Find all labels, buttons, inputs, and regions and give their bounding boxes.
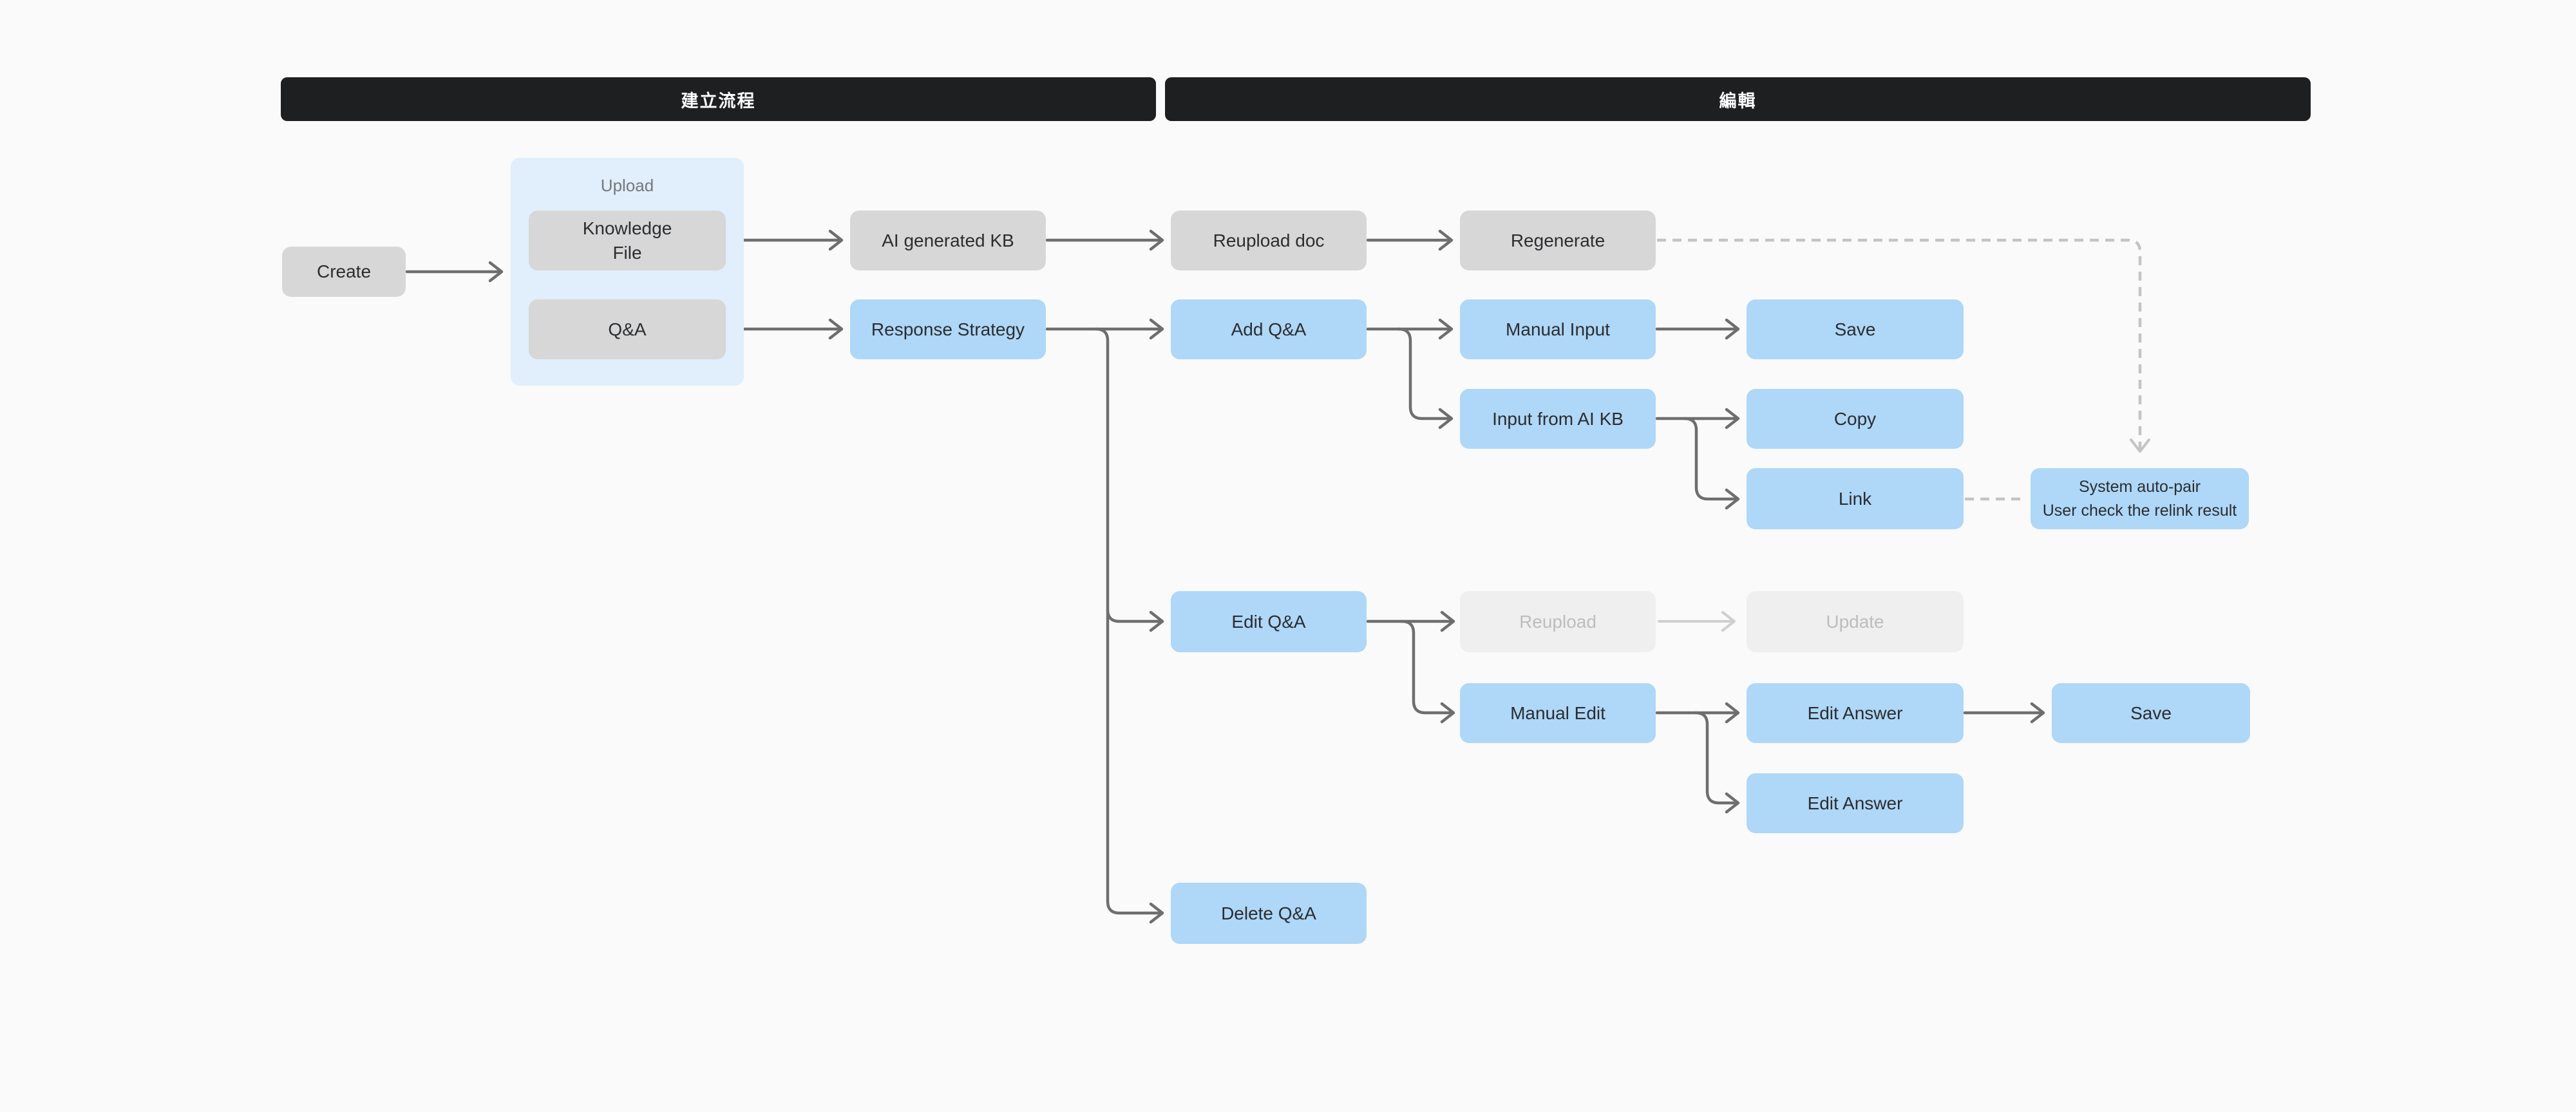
node-link[interactable]: Link — [1747, 468, 1964, 529]
edge-responsestrategy-deleteqa — [1094, 327, 1164, 924]
node-save-edit-answer[interactable]: Save — [2052, 683, 2250, 743]
upload-group-title: Upload — [600, 176, 654, 195]
node-response-strategy[interactable]: Response Strategy — [850, 299, 1046, 359]
node-manual-edit[interactable]: Manual Edit — [1460, 683, 1656, 743]
node-regenerate[interactable]: Regenerate — [1460, 211, 1656, 270]
section-header-create-flow[interactable]: 建立流程 — [281, 77, 1156, 121]
node-system-auto-pair[interactable]: System auto-pair User check the relink r… — [2031, 468, 2249, 529]
node-edit-qa[interactable]: Edit Q&A — [1171, 591, 1367, 652]
node-input-from-ai-kb[interactable]: Input from AI KB — [1460, 389, 1656, 449]
node-edit-answer-bottom[interactable]: Edit Answer — [1747, 773, 1964, 833]
node-add-qa[interactable]: Add Q&A — [1171, 299, 1367, 359]
edge-inputfromaikb-link — [1683, 417, 1740, 510]
node-edit-answer-top[interactable]: Edit Answer — [1747, 683, 1964, 743]
node-copy[interactable]: Copy — [1747, 389, 1964, 449]
node-reupload-disabled: Reupload — [1460, 591, 1656, 652]
node-ai-generated-kb[interactable]: AI generated KB — [850, 211, 1046, 270]
node-delete-qa[interactable]: Delete Q&A — [1171, 883, 1367, 944]
edge-manualedit-editanswer2 — [1694, 711, 1740, 814]
node-save-manual-input[interactable]: Save — [1747, 299, 1964, 359]
node-create[interactable]: Create — [282, 247, 406, 297]
edge-editqa-manualedit — [1400, 619, 1455, 724]
section-header-create-flow-label: 建立流程 — [681, 91, 756, 111]
node-manual-input[interactable]: Manual Input — [1460, 299, 1656, 359]
section-header-edit-label: 編輯 — [1719, 91, 1757, 111]
node-update-disabled: Update — [1747, 591, 1964, 652]
node-reupload-doc[interactable]: Reupload doc — [1171, 211, 1367, 270]
edge-responsestrategy-editqa — [1106, 608, 1164, 632]
section-header-edit[interactable]: 編輯 — [1165, 77, 2311, 121]
edge-addqa-inputfromaikb — [1397, 327, 1454, 429]
node-qa[interactable]: Q&A — [529, 299, 726, 359]
node-knowledge-file[interactable]: Knowledge File — [529, 211, 726, 270]
